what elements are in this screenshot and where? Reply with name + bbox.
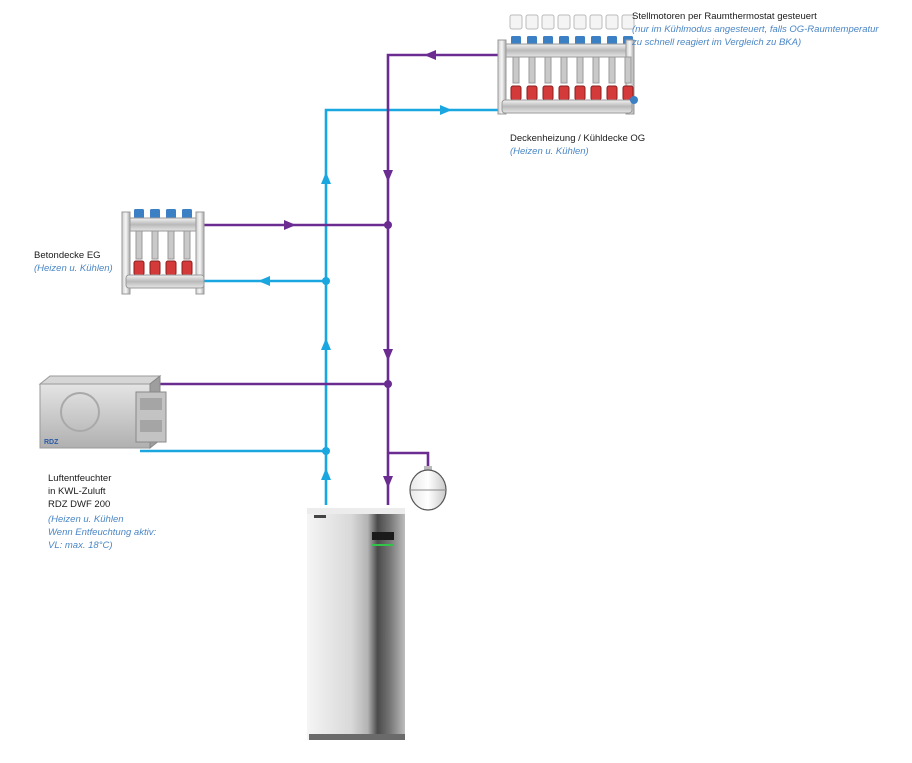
supply-arrow-right: [440, 105, 452, 115]
supply-arrow-up: [321, 172, 331, 184]
manifold-bracket-right: [195, 211, 205, 295]
control-display: [372, 532, 394, 540]
return-tee-dot: [384, 221, 392, 229]
connection-port: [140, 420, 162, 432]
og-motors-note: (nur im Kühlmodus angesteuert, falls OG-…: [632, 23, 879, 49]
title-line: RDZ DWF 200: [48, 499, 111, 510]
return-tee-dot: [384, 380, 392, 388]
fan-cover: [60, 392, 100, 432]
eg-ceiling-title: Betondecke EG: [34, 250, 101, 261]
return-arrow-down: [383, 476, 393, 488]
title-line: Luftentfeuchter: [48, 473, 112, 484]
box-top: [38, 375, 162, 385]
dehumidifier-unit: RDZ: [38, 374, 167, 450]
title-line: in KWL-Zuluft: [48, 486, 106, 497]
status-led: [372, 544, 394, 546]
supply-arrow-up: [321, 468, 331, 480]
note-line: (Heizen u. Kühlen: [48, 514, 124, 525]
expansion-tank: [409, 466, 447, 511]
manifold-bracket-left: [121, 211, 131, 295]
og-ceiling-title: Deckenheizung / Kühldecke OG: [510, 133, 646, 144]
note-line: Wenn Entfeuchtung aktiv:: [48, 527, 157, 538]
manifold-bar-top: [125, 217, 205, 232]
flow-meters-red: [510, 85, 634, 101]
manifold-bracket-left: [497, 39, 507, 115]
supply-riser: [324, 108, 448, 505]
manifold-bar-top: [501, 43, 633, 58]
brand-logo: RDZ: [44, 439, 59, 446]
supply-tee-dot: [322, 277, 330, 285]
return-arrow-left: [424, 50, 436, 60]
supply-pipes: [140, 108, 500, 505]
pump-top: [307, 508, 405, 514]
return-arrow-right: [284, 220, 296, 230]
supply-arrow-up: [321, 338, 331, 350]
pump-body: [307, 508, 405, 740]
pump-base: [309, 734, 405, 740]
eg-ceiling-note: (Heizen u. Kühlen): [34, 263, 113, 274]
return-riser: [386, 53, 500, 505]
eg-manifold: [121, 209, 205, 295]
box-front: [39, 383, 151, 449]
og-ceiling-note: (Heizen u. Kühlen): [510, 146, 589, 157]
brand-mark: [314, 515, 326, 518]
expansion-tank-line: [388, 451, 430, 468]
outlet-stubs: [135, 230, 191, 260]
supply-markers: [258, 105, 452, 480]
dehumidifier-title: Luftentfeuchter in KWL-Zuluft RDZ DWF 20…: [48, 472, 111, 511]
tank-fitting: [424, 466, 432, 472]
note-line: VL: max. 18°C): [48, 540, 113, 551]
note-line: zu schnell reagiert im Vergleich zu BKA): [632, 37, 802, 48]
manifold-bar-bottom: [125, 274, 205, 289]
dehumidifier-note: (Heizen u. Kühlen Wenn Entfeuchtung akti…: [48, 513, 156, 552]
supply-arrow-left: [258, 276, 270, 286]
return-arrow-down: [383, 170, 393, 182]
manifold-end-cap: [630, 96, 638, 104]
actuator-heads: [509, 14, 635, 30]
flow-meters-red: [133, 260, 193, 276]
heat-pump-unit: [307, 508, 405, 740]
og-manifold: [497, 14, 638, 115]
manifold-bar-bottom: [501, 99, 633, 114]
valve-caps-blue: [134, 209, 192, 219]
return-arrow-down: [383, 349, 393, 361]
outlet-stubs: [512, 56, 632, 84]
supply-tee-dot: [322, 447, 330, 455]
note-line: (nur im Kühlmodus angesteuert, falls OG-…: [632, 24, 879, 35]
return-markers: [284, 50, 436, 488]
connection-port: [140, 398, 162, 410]
og-motors-title: Stellmotoren per Raumthermostat gesteuer…: [632, 11, 817, 22]
